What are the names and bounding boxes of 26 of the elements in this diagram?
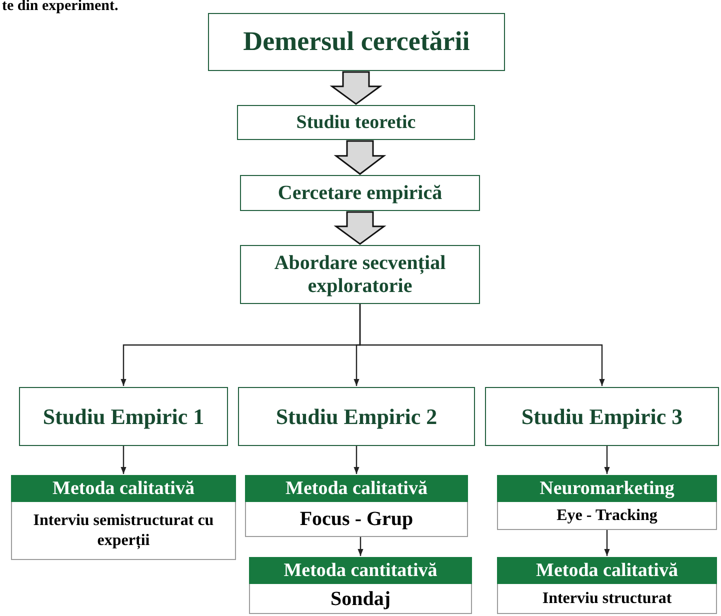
arrow <box>358 537 364 556</box>
method-header: Metoda calitativă <box>245 475 468 502</box>
method-description: Focus - Grup <box>245 502 468 537</box>
method-description: Eye - Tracking <box>497 502 717 530</box>
process-box: Studiu Empiric 3 <box>485 387 719 446</box>
process-box: Studiu Empiric 2 <box>238 387 475 446</box>
process-box: Studiu teoretic <box>237 105 475 140</box>
arrow <box>604 446 610 474</box>
method-header: Metoda cantitativă <box>249 557 472 584</box>
arrow <box>359 304 605 386</box>
method-header: Metoda calitativă <box>11 475 236 502</box>
process-box: Studiu Empiric 1 <box>19 387 228 446</box>
block-arrow <box>330 71 382 105</box>
method-header: Metoda calitativă <box>497 557 717 584</box>
arrow <box>120 446 126 474</box>
process-box: Abordare secvențial exploratorie <box>240 245 480 304</box>
block-arrow <box>334 211 386 245</box>
arrow <box>354 446 360 474</box>
process-box: Demersul cercetării <box>208 13 505 71</box>
method-description: Sondaj <box>249 584 472 614</box>
method-header: Neuromarketing <box>497 475 717 502</box>
arrow <box>604 530 610 556</box>
method-description: Interviu semistructurat cu experții <box>11 502 236 560</box>
method-description: Interviu structurat <box>497 584 717 614</box>
process-box: Cercetare empirică <box>240 175 480 211</box>
block-arrow <box>334 140 386 175</box>
